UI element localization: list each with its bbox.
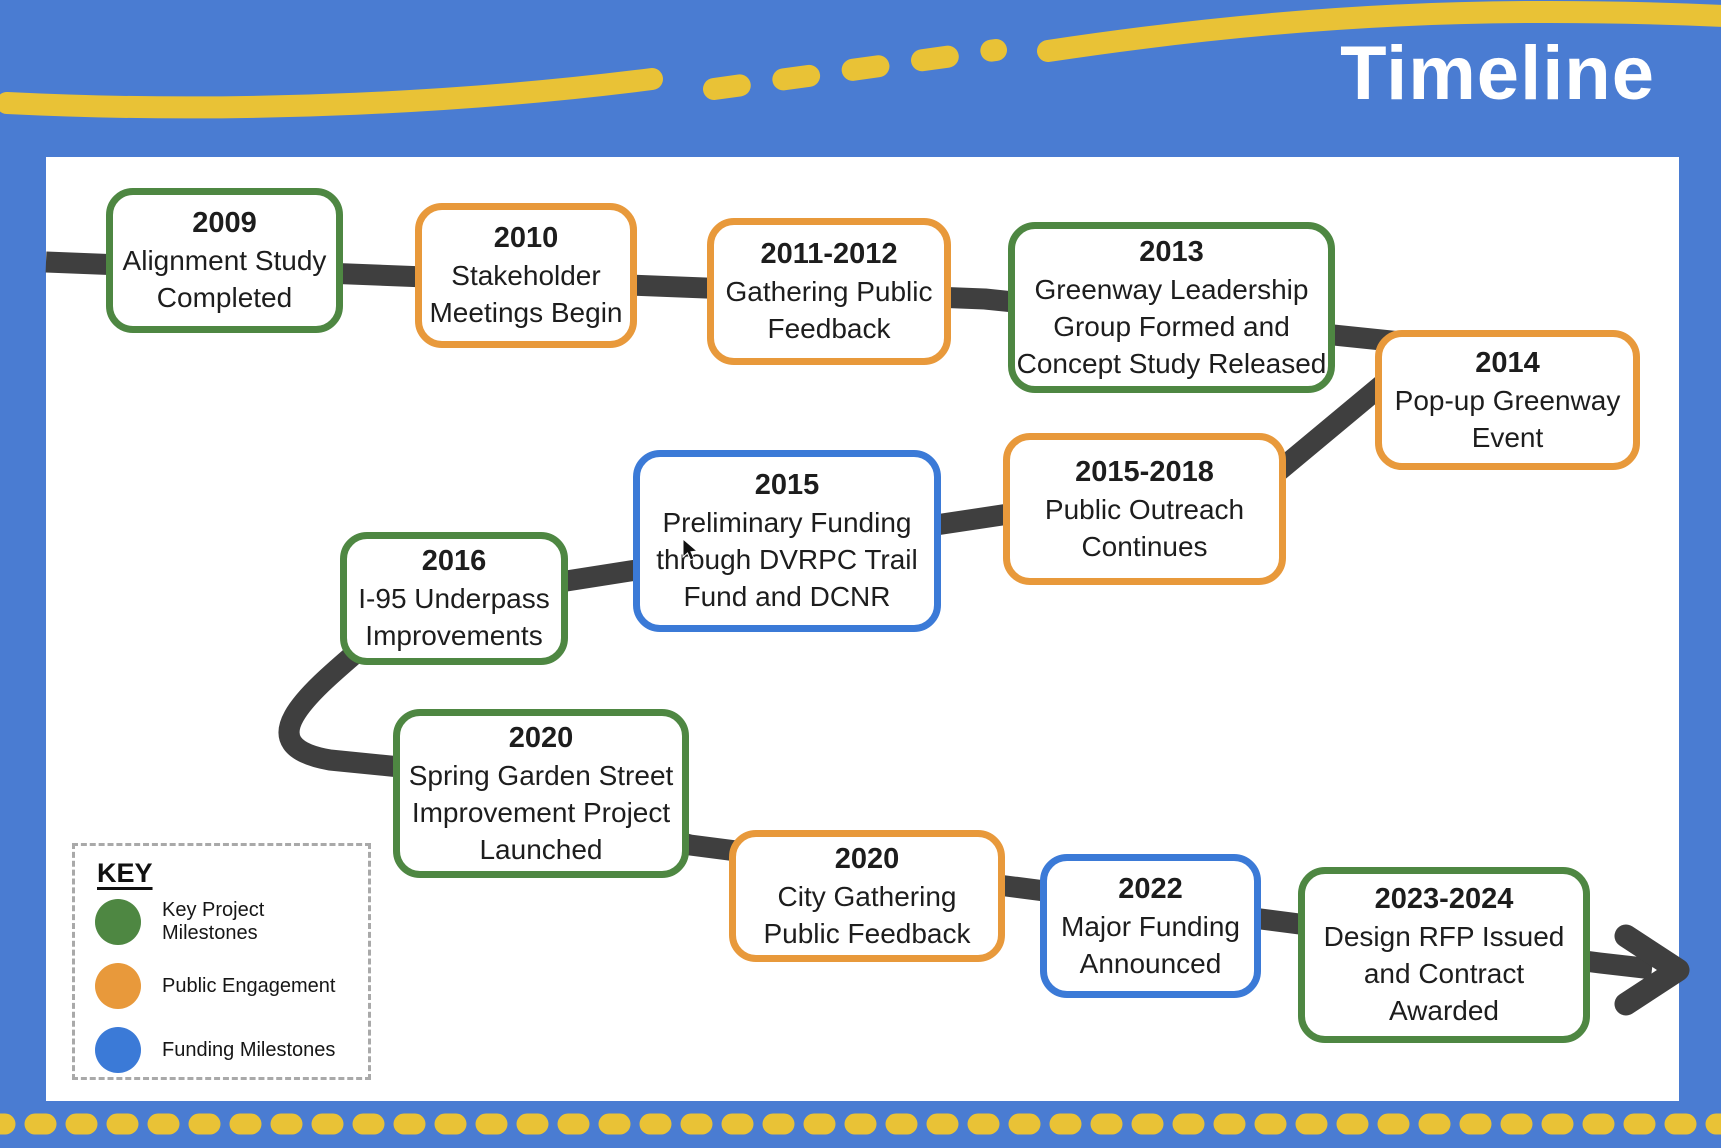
milestone-year: 2022 <box>1118 872 1183 905</box>
legend-label: Funding Milestones <box>162 1038 336 1061</box>
timeline-box-2009: 2009 Alignment Study Completed <box>106 188 343 333</box>
milestone-label: Greenway Leadership Group Formed and Con… <box>1016 273 1327 379</box>
milestone-year: 2015 <box>754 469 820 501</box>
milestone-label: City Gathering Public Feedback <box>763 880 971 949</box>
timeline-box-2023-2024: 2023-2024 Design RFP Issued and Contract… <box>1298 867 1590 1043</box>
milestone-year: 2010 <box>493 222 559 254</box>
milestone-label: Public Outreach Continues <box>1044 493 1245 562</box>
milestone-year: 2009 <box>192 207 257 239</box>
legend-item-funding: Funding Milestones <box>95 1027 358 1073</box>
milestone-label: Stakeholder Meetings Begin <box>429 260 623 328</box>
milestone-year: 2015-2018 <box>1075 455 1214 488</box>
timeline-box-2022: 2022 Major Funding Announced <box>1040 854 1261 998</box>
milestone-label: Preliminary Funding through DVRPC Trail … <box>656 507 918 612</box>
milestone-label: I-95 Underpass Improvements <box>358 583 550 651</box>
milestone-year: 2016 <box>421 545 487 577</box>
milestone-year: 2020 <box>834 842 900 875</box>
legend-item-milestones: Key Project Milestones <box>95 899 358 945</box>
milestone-label: Major Funding Announced <box>1061 910 1240 979</box>
timeline-box-2014: 2014 Pop-up Greenway Event <box>1375 330 1640 470</box>
milestone-label: Gathering Public Feedback <box>725 276 933 344</box>
timeline-box-2015: 2015 Preliminary Funding through DVRPC T… <box>633 450 941 632</box>
orange-dot-icon <box>95 963 141 1009</box>
green-dot-icon <box>95 899 141 945</box>
timeline-box-2015-2018: 2015-2018 Public Outreach Continues <box>1003 433 1286 585</box>
legend: KEY Key Project Milestones Public Engage… <box>72 843 371 1080</box>
timeline-box-2011-2012: 2011-2012 Gathering Public Feedback <box>707 218 951 365</box>
mouse-cursor-icon <box>682 538 699 561</box>
milestone-year: 2013 <box>1139 235 1204 268</box>
legend-item-engagement: Public Engagement <box>95 963 358 1009</box>
legend-label: Key Project Milestones <box>162 899 265 944</box>
milestone-year: 2023-2024 <box>1374 883 1514 915</box>
milestone-label: Alignment Study Completed <box>122 245 327 313</box>
page-title: Timeline <box>1340 31 1655 116</box>
milestone-label: Design RFP Issued and Contract Awarded <box>1323 921 1565 1026</box>
legend-label: Public Engagement <box>162 974 336 997</box>
milestone-year: 2014 <box>1475 346 1540 379</box>
milestone-year: 2011-2012 <box>760 238 898 270</box>
milestone-year: 2020 <box>508 721 574 754</box>
timeline-box-2013: 2013 Greenway Leadership Group Formed an… <box>1008 222 1335 393</box>
timeline-box-2010: 2010 Stakeholder Meetings Begin <box>415 203 637 348</box>
milestone-label: Spring Garden Street Improvement Project… <box>408 759 674 865</box>
blue-dot-icon <box>95 1027 141 1073</box>
timeline-box-2020-spring-garden: 2020 Spring Garden Street Improvement Pr… <box>393 709 689 878</box>
timeline-box-2016: 2016 I-95 Underpass Improvements <box>340 532 568 665</box>
yellow-swoosh <box>0 0 1721 119</box>
legend-heading: KEY <box>97 858 153 888</box>
arrow-right-icon <box>1614 924 1690 1016</box>
milestone-label: Pop-up Greenway Event <box>1394 384 1621 453</box>
timeline-box-2020-city: 2020 City Gathering Public Feedback <box>729 830 1005 962</box>
